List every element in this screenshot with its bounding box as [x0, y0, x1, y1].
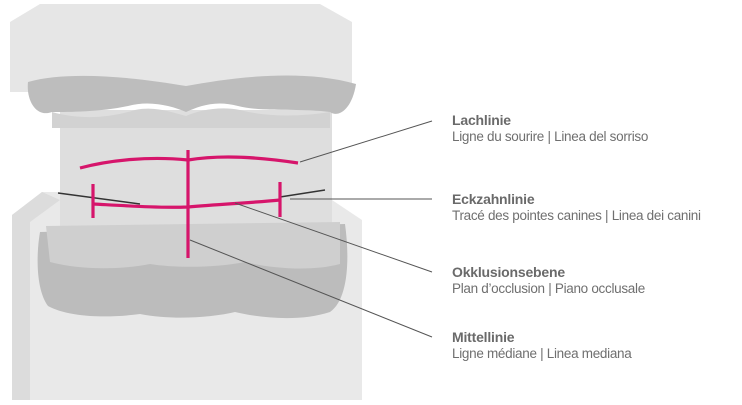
label-occlusal-plane-subtitle: Plan d’occlusion | Piano occlusale — [452, 281, 645, 297]
label-smile-line: Lachlinie Ligne du sourire | Linea del s… — [452, 112, 648, 145]
label-canine-line-subtitle: Tracé des pointes canines | Linea dei ca… — [452, 208, 701, 224]
label-occlusal-plane-title: Okklusionsebene — [452, 264, 645, 281]
label-occlusal-plane: Okklusionsebene Plan d’occlusion | Piano… — [452, 264, 645, 297]
label-smile-line-subtitle: Ligne du sourire | Linea del sorriso — [452, 129, 648, 145]
label-canine-line: Eckzahnlinie Tracé des pointes canines |… — [452, 191, 701, 224]
lower-teeth — [46, 222, 340, 268]
label-smile-line-title: Lachlinie — [452, 112, 648, 129]
label-canine-line-title: Eckzahnlinie — [452, 191, 701, 208]
label-midline-subtitle: Ligne médiane | Linea mediana — [452, 346, 631, 362]
label-midline: Mittellinie Ligne médiane | Linea median… — [452, 329, 631, 362]
label-midline-title: Mittellinie — [452, 329, 631, 346]
